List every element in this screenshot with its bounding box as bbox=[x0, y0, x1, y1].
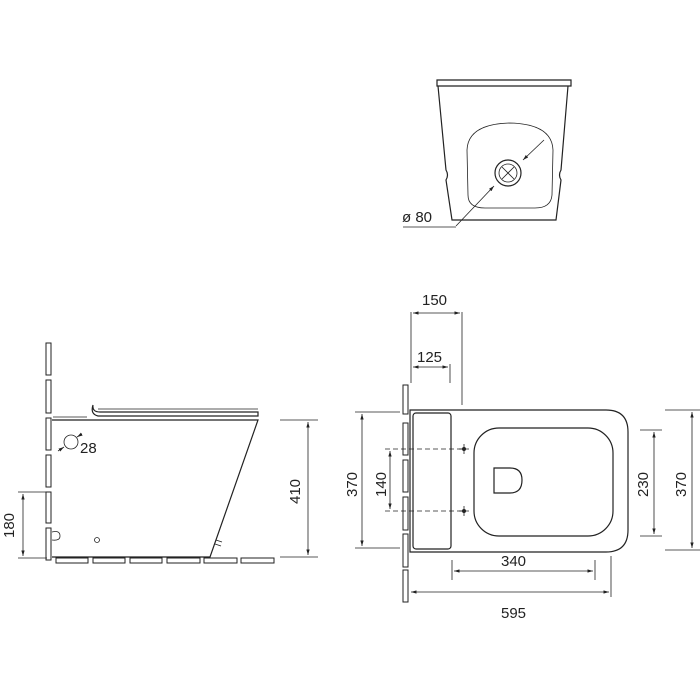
toilet-outline bbox=[409, 409, 629, 553]
drain-cross-icon bbox=[501, 166, 515, 180]
dim-arrow bbox=[455, 185, 495, 227]
dim-height: 410 bbox=[287, 479, 304, 504]
side-view: 28 410 180 bbox=[1, 342, 318, 564]
toilet-body bbox=[52, 419, 259, 558]
inlet-circle bbox=[63, 434, 79, 450]
seat-opening bbox=[473, 427, 614, 537]
tank bbox=[412, 412, 452, 550]
drain-inner bbox=[498, 163, 518, 183]
fixing-point-icon bbox=[459, 444, 469, 516]
floor bbox=[55, 557, 275, 564]
dim-outlet-height: 180 bbox=[1, 513, 18, 538]
fixing-detail bbox=[214, 539, 223, 547]
seat bbox=[91, 404, 259, 417]
drain-outer bbox=[494, 159, 522, 187]
dim-seat-width: 230 bbox=[635, 472, 652, 497]
bowl-outline bbox=[437, 85, 569, 221]
dim-fixing-spacing: 140 bbox=[373, 472, 390, 497]
dim-inlet-diameter: 28 bbox=[80, 440, 97, 457]
dim-width-left: 370 bbox=[344, 472, 361, 497]
outlet-d-shape bbox=[493, 467, 523, 494]
wall bbox=[45, 342, 52, 561]
dim-width-right: 370 bbox=[673, 472, 690, 497]
dim-arrow bbox=[522, 139, 545, 161]
rim bbox=[436, 79, 572, 87]
dim-total-length: 595 bbox=[501, 605, 526, 622]
dim-seat-length: 340 bbox=[501, 553, 526, 570]
wall bbox=[402, 384, 409, 603]
fixing-hole bbox=[94, 537, 100, 543]
plan-view: 140 370 150 125 340 595 230 370 bbox=[344, 292, 700, 622]
outlet-area bbox=[466, 122, 554, 209]
dim-fixing-offset: 125 bbox=[417, 349, 442, 366]
outlet-notch bbox=[51, 531, 61, 541]
top-view: ø 80 bbox=[402, 79, 572, 228]
dim-drain-diameter: ø 80 bbox=[402, 209, 432, 226]
dim-tank-depth: 150 bbox=[422, 292, 447, 309]
